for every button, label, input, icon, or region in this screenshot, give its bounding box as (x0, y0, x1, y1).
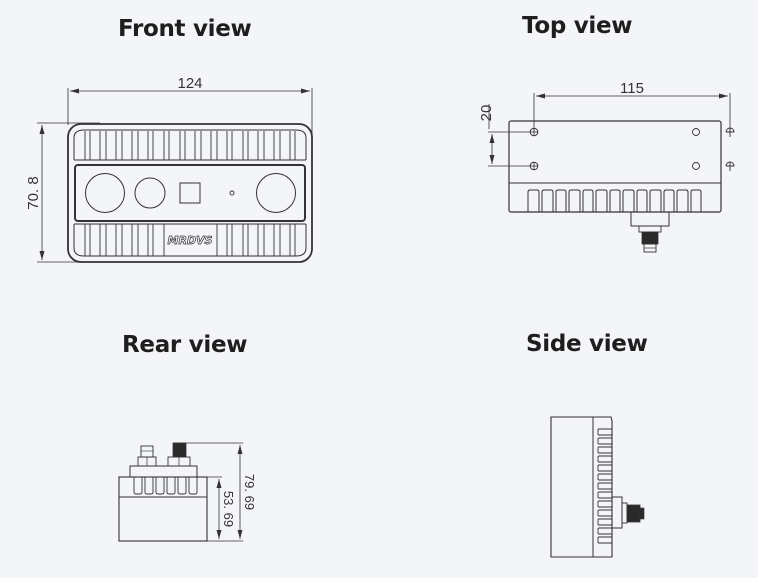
rear-view-drawing (118, 442, 243, 542)
rear-total-height-dimension: 79. 69 (242, 474, 257, 510)
rear-view-title: Rear view (122, 332, 248, 358)
front-height-dimension: 70. 8 (25, 176, 42, 209)
side-view-title: Side view (526, 331, 648, 357)
front-view-title: Front view (118, 16, 252, 42)
top-hole-spacing-dimension: 115 (620, 80, 644, 97)
top-view-drawing (488, 93, 735, 253)
front-width-dimension: 124 (177, 75, 202, 92)
mrdvs-logo: MRDVS (168, 234, 213, 247)
side-view-drawing (550, 416, 645, 558)
top-hole-vertical-dimension: 20 (478, 105, 495, 122)
top-view-title: Top view (522, 13, 633, 39)
front-view-drawing (37, 88, 313, 263)
rear-body-height-dimension: 53. 69 (221, 491, 236, 527)
